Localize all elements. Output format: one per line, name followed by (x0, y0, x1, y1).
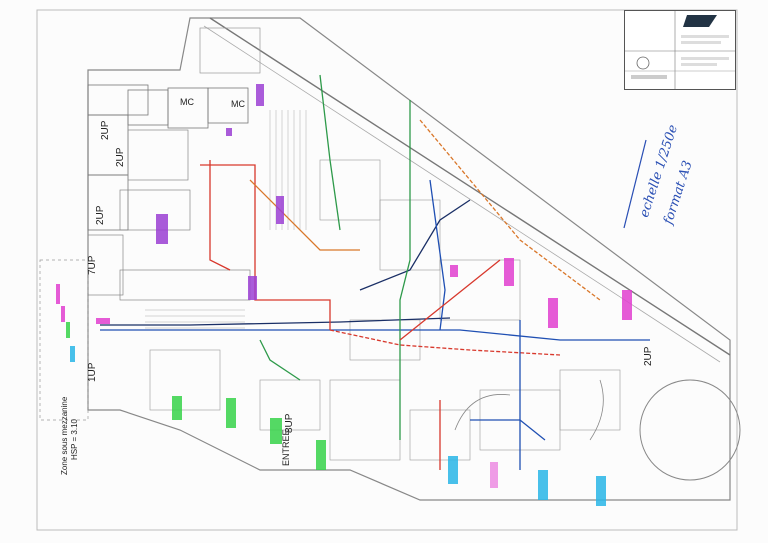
room-label-2up-right: 2UP (643, 346, 654, 366)
zone-label-line2: HSP = 3.10 (70, 419, 79, 460)
room-label-2up-b: 2UP (115, 147, 126, 167)
room-label-1up: 1UP (87, 362, 98, 382)
title-block (624, 10, 736, 90)
room-label-mc-right: MC (231, 99, 245, 109)
room-label-2up-c: 2UP (95, 205, 106, 225)
room-label-2up-a: 2UP (100, 120, 111, 140)
room-label-mc-left: MC (180, 97, 194, 107)
room-label-7up: 7UP (87, 255, 98, 275)
zone-label-line1: Zone sous mezzanine (60, 396, 69, 475)
title-block-grid (625, 11, 735, 89)
room-label-entree: ENTREE (281, 429, 291, 466)
